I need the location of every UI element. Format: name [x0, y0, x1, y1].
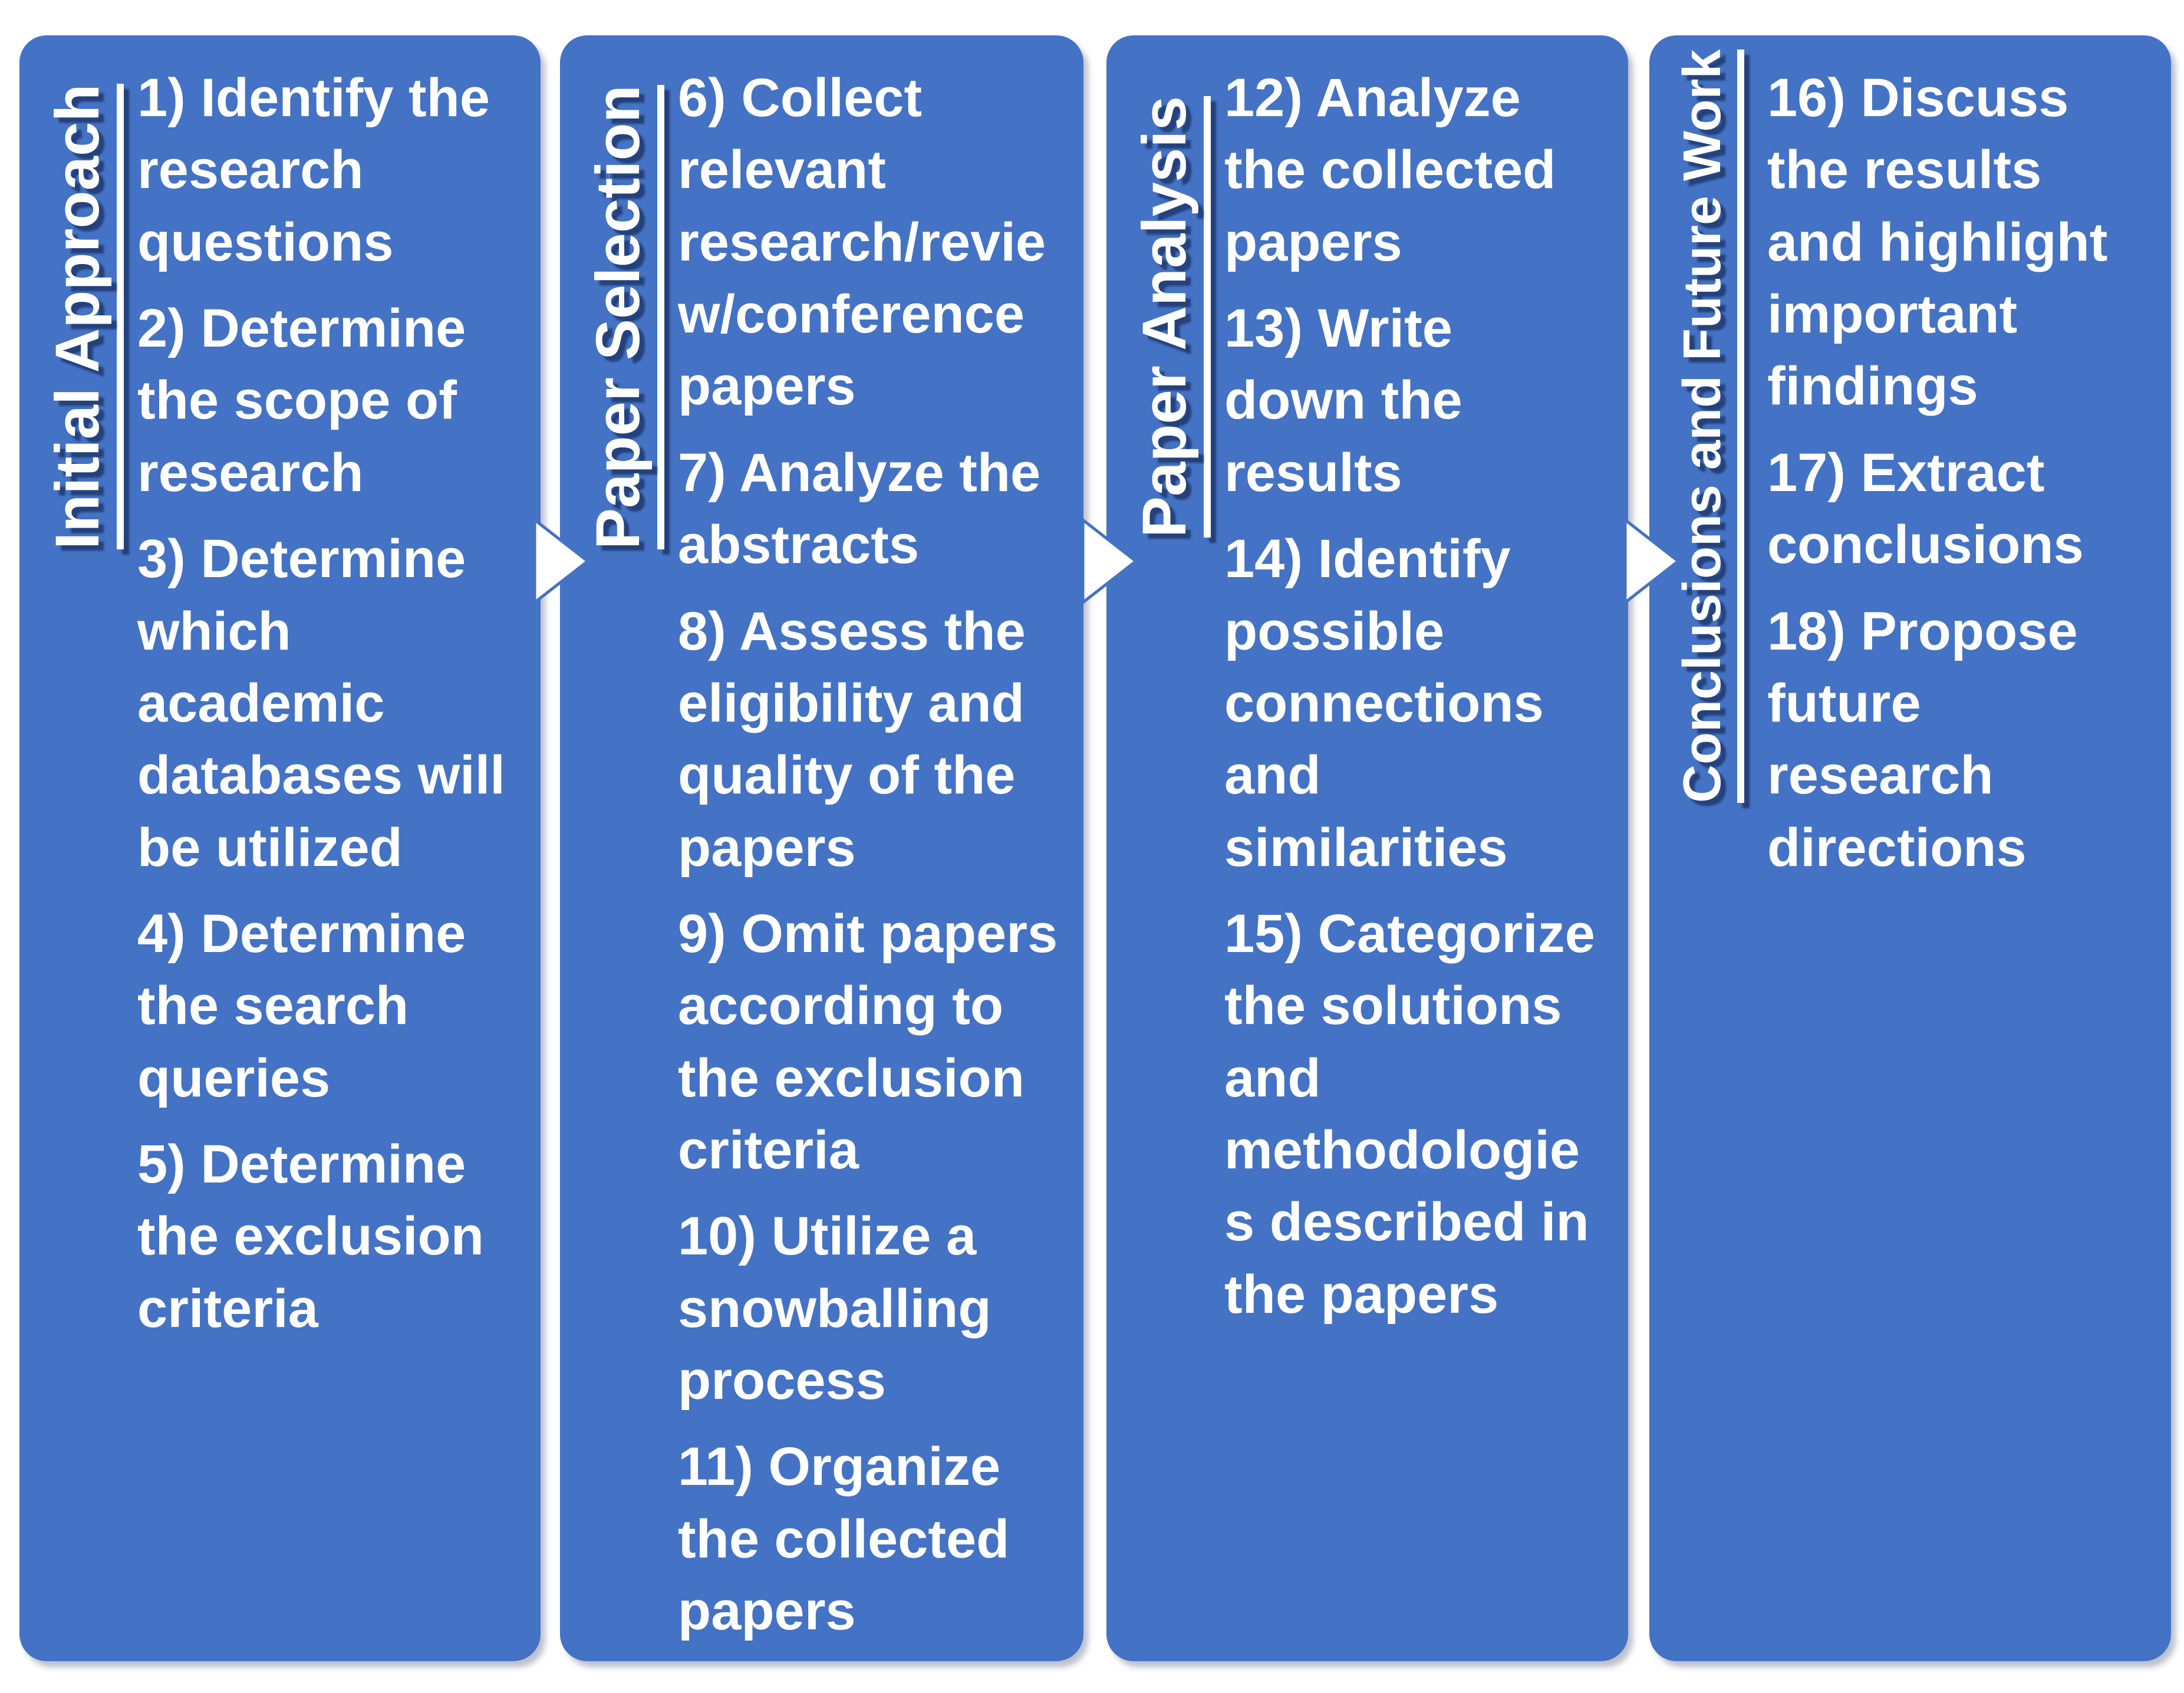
- column-title-vertical: Initial Approach: [43, 84, 124, 550]
- process-step: 15) Categorize the solutions and methodo…: [1224, 903, 1595, 1325]
- step-list: 12) Analyze the collected papers 13) Wri…: [1224, 62, 1599, 1345]
- process-step: 8) Assess the eligibility and quality of…: [678, 601, 1026, 878]
- column-title-vertical: Paper Analysis: [1130, 96, 1211, 538]
- title-underline: [1204, 96, 1211, 538]
- column-title-text: Initial Approach: [43, 84, 112, 550]
- process-step: 7) Analyze the abstracts: [678, 442, 1041, 575]
- process-step: 5) Determine the exclusion criteria: [137, 1134, 484, 1339]
- process-column-paper-analysis: Paper Analysis 12) Analyze the collected…: [1106, 35, 1628, 1661]
- process-step: 18) Propose future research directions: [1767, 601, 2078, 878]
- flow-arrow-icon: [1081, 516, 1139, 606]
- process-step: 16) Discuss the results and highlight im…: [1767, 68, 2108, 417]
- title-underline: [1737, 49, 1745, 803]
- process-step: 17) Extract conclusions: [1767, 442, 2084, 575]
- process-step: 13) Write down the results: [1224, 298, 1462, 503]
- process-step: 11) Organize the collected papers: [678, 1437, 1010, 1642]
- process-step: 6) Collect relevant research/review/conf…: [678, 68, 1046, 417]
- process-step: 10) Utilize a snowballing process: [678, 1206, 991, 1411]
- column-title-text: Paper Selection: [584, 85, 653, 549]
- column-title-text: Conclusions and Future Work: [1673, 49, 1732, 803]
- column-title-vertical: Conclusions and Future Work: [1673, 49, 1745, 803]
- process-step: 3) Determine which academic databases wi…: [137, 529, 505, 878]
- flow-arrow-icon: [533, 516, 591, 606]
- title-underline: [657, 85, 665, 549]
- column-title-vertical: Paper Selection: [584, 85, 665, 549]
- process-step: 1) Identify the research questions: [137, 68, 490, 272]
- process-column-initial-approach: Initial Approach 1) Identify the researc…: [19, 35, 541, 1661]
- process-step: 9) Omit papers according to the exclusio…: [678, 903, 1058, 1181]
- title-underline: [117, 84, 124, 549]
- step-list: 1) Identify the research questions 2) De…: [137, 62, 509, 1359]
- process-step: 4) Determine the search queries: [137, 903, 466, 1108]
- process-column-conclusions-future-work: Conclusions and Future Work 16) Discuss …: [1649, 35, 2171, 1661]
- column-title-text: Paper Analysis: [1130, 96, 1199, 538]
- process-step: 12) Analyze the collected papers: [1224, 68, 1556, 272]
- step-list: 16) Discuss the results and highlight im…: [1767, 62, 2115, 898]
- process-step: 14) Identify possible connections and si…: [1224, 529, 1544, 878]
- process-step: 2) Determine the scope of research: [137, 298, 466, 503]
- flow-arrow-icon: [1623, 516, 1681, 606]
- step-list: 6) Collect relevant research/review/conf…: [678, 62, 1060, 1662]
- process-column-paper-selection: Paper Selection 6) Collect relevant rese…: [560, 35, 1083, 1661]
